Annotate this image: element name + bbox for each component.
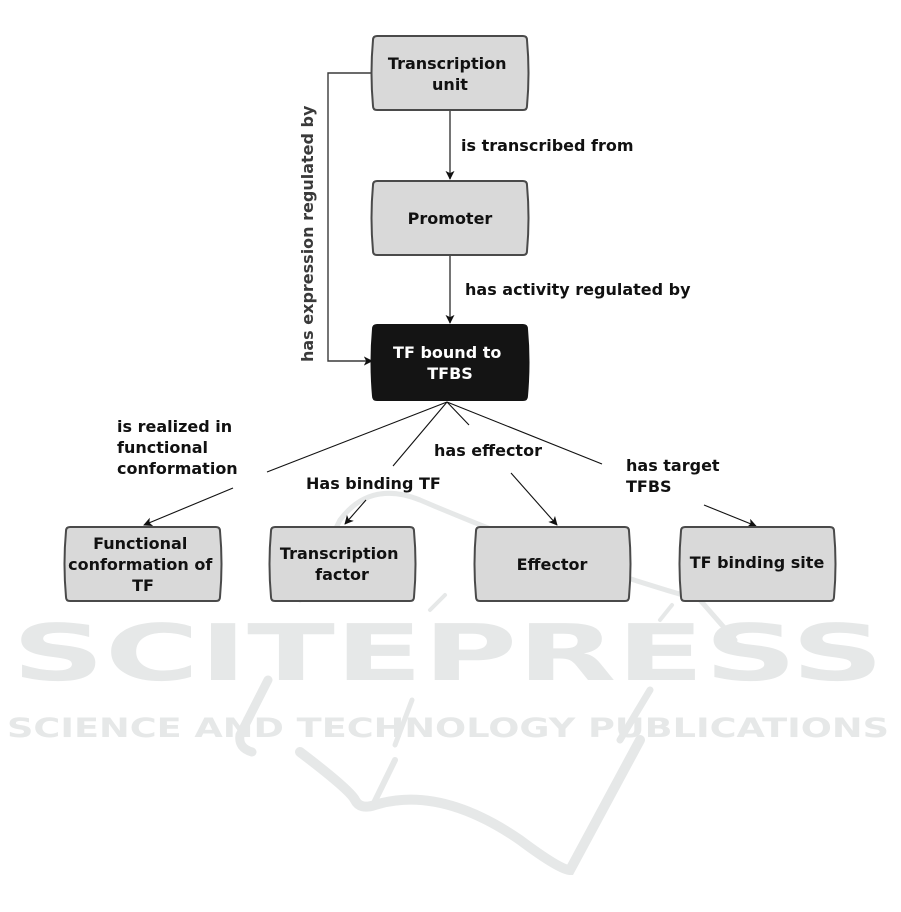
node-transcription-factor[interactable]: Transcription factor xyxy=(268,526,417,602)
label-has-effector: has effector xyxy=(434,441,542,460)
node-label: Effector xyxy=(517,555,588,574)
edge-has-target-tfbs-lower xyxy=(703,504,757,528)
edge-has-expression-regulated-by xyxy=(327,72,373,366)
watermark-logo-icon xyxy=(235,490,738,876)
node-transcription-unit[interactable]: Transcription unit xyxy=(370,35,530,111)
edge-has-binding-tf-upper xyxy=(392,401,448,467)
node-label: Promoter xyxy=(408,209,493,228)
label-has-expression-regulated-by: has expression regulated by xyxy=(298,105,317,362)
label-has-target-tfbs: has target TFBS xyxy=(626,456,725,496)
label-has-binding-tf: Has binding TF xyxy=(306,474,441,493)
label-is-realized-in: is realized in functional conformation xyxy=(117,417,238,478)
node-label: TF binding site xyxy=(690,553,825,572)
label-is-transcribed-from: is transcribed from xyxy=(461,136,634,155)
edge-is-realized-in-upper xyxy=(266,401,448,473)
node-label: Functional conformation of TF xyxy=(68,534,218,595)
node-tf-bound-to-tfbs[interactable]: TF bound to TFBS xyxy=(370,324,530,401)
watermark-title: SCITEPRESS xyxy=(12,609,884,699)
edges xyxy=(143,72,757,528)
node-label: Transcription factor xyxy=(280,544,404,584)
edge-has-target-tfbs-upper xyxy=(446,401,603,465)
node-label: TF bound to TFBS xyxy=(393,343,507,383)
node-promoter[interactable]: Promoter xyxy=(370,180,530,256)
node-label: Transcription unit xyxy=(388,54,512,94)
edge-has-effector-lower xyxy=(510,472,558,526)
edge-has-effector-upper xyxy=(446,401,470,426)
watermark: SCITEPRESS SCIENCE AND TECHNOLOGY PUBLIC… xyxy=(7,490,889,876)
edge-has-binding-tf-lower xyxy=(344,499,367,525)
node-functional-conformation-of-tf[interactable]: Functional conformation of TF xyxy=(63,526,223,602)
node-tf-binding-site[interactable]: TF binding site xyxy=(678,526,837,602)
edge-labels: is transcribed from has activity regulat… xyxy=(117,105,725,496)
edge-is-realized-in-lower xyxy=(143,487,234,527)
label-has-activity-regulated-by: has activity regulated by xyxy=(465,280,691,299)
watermark-subtitle: SCIENCE AND TECHNOLOGY PUBLICATIONS xyxy=(7,713,889,744)
node-effector[interactable]: Effector xyxy=(473,526,632,602)
